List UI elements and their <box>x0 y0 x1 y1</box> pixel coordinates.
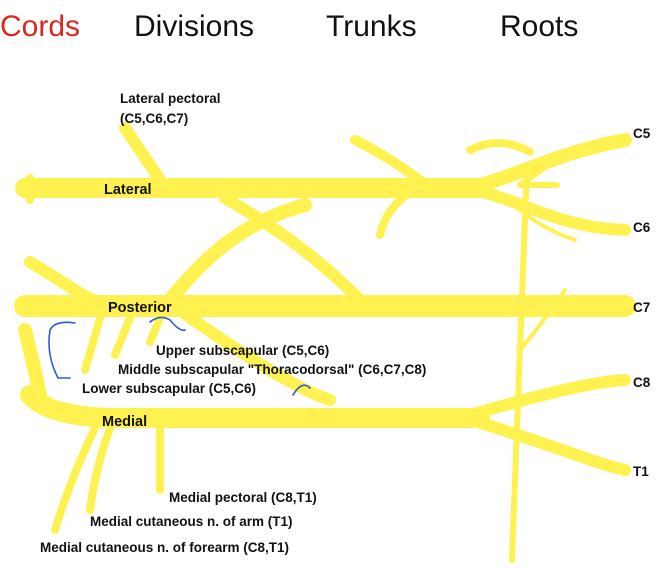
division-branch-b <box>376 188 414 239</box>
root-label-c7: C7 <box>633 300 650 315</box>
root-t1 <box>464 414 631 476</box>
root-label-t1: T1 <box>633 464 649 479</box>
root-c6 <box>469 184 631 236</box>
label-middle-subscapular: Middle subscapular "Thoracodorsal" (C6,C… <box>118 362 426 377</box>
label-lateral-pectoral-roots: (C5,C6,C7) <box>120 111 188 126</box>
c5-loop <box>517 157 560 188</box>
label-medial-pectoral: Medial pectoral (C8,T1) <box>169 490 317 505</box>
label-medial-cutaneous-forearm: Medial cutaneous n. of forearm (C8,T1) <box>40 540 289 555</box>
root-label-c8: C8 <box>633 375 651 390</box>
posterior-left-arc <box>24 256 106 309</box>
cord-label-lateral: Lateral <box>104 182 152 198</box>
middle-subscapular-branch <box>111 314 134 359</box>
upper-subscapular-branch <box>146 314 164 346</box>
ink-loop-1 <box>149 316 186 332</box>
label-medial-cutaneous-arm: Medial cutaneous n. of arm (T1) <box>90 514 293 529</box>
root-c8 <box>464 374 631 421</box>
header-cords: Cords <box>0 10 81 43</box>
nerve-network <box>14 122 636 563</box>
header-divisions: Divisions <box>134 10 255 43</box>
medial-cut-arm-branch <box>86 424 114 514</box>
c5-upper-branch <box>466 138 534 156</box>
ink-annotations <box>48 316 311 396</box>
medial-cord <box>20 385 490 428</box>
division-cross-3 <box>179 308 336 406</box>
label-lower-subscapular: Lower subscapular (C5,C6) <box>82 381 256 396</box>
lower-subscapular-branch <box>81 314 104 374</box>
root-label-c5: C5 <box>633 126 651 141</box>
cord-label-medial: Medial <box>102 414 147 430</box>
division-cross-2 <box>219 192 366 306</box>
cord-label-posterior: Posterior <box>108 300 172 316</box>
vertical-fiber <box>509 162 530 563</box>
ink-loop-2 <box>292 384 311 396</box>
medial-cord-left <box>18 323 47 402</box>
header-trunks: Trunks <box>326 10 417 43</box>
medial-cut-forearm-branch <box>51 424 99 534</box>
division-cross-1 <box>163 198 312 307</box>
fiber-branch-upper <box>518 208 577 242</box>
division-branch-a <box>350 135 435 193</box>
label-upper-subscapular: Upper subscapular (C5,C6) <box>156 343 329 358</box>
header-roots: Roots <box>500 10 579 43</box>
ink-bracket <box>48 321 76 379</box>
lateral-pectoral-branch <box>119 122 166 186</box>
label-lateral-pectoral: Lateral pectoral <box>120 91 221 106</box>
root-label-c6: C6 <box>633 220 651 235</box>
